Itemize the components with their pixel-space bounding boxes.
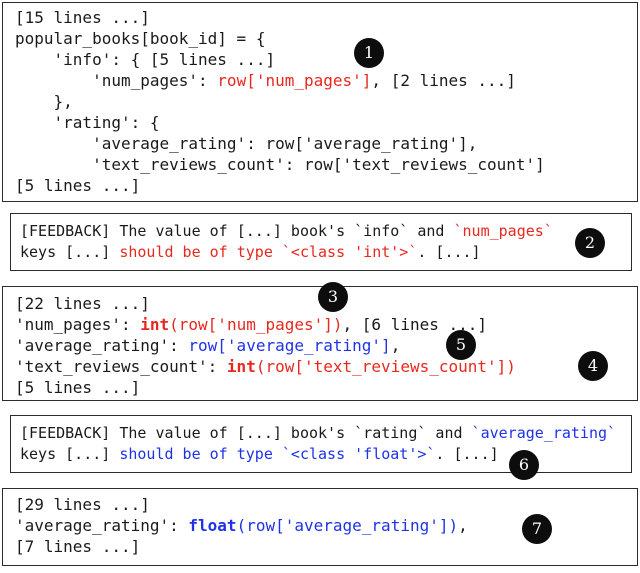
step-badge-5: 5 bbox=[446, 330, 476, 360]
code-text: 'num_pages': bbox=[15, 71, 218, 90]
feedback-text: . [...] bbox=[435, 445, 499, 463]
code-text: 'num_pages': bbox=[15, 315, 141, 334]
step-badge-6: 6 bbox=[509, 450, 539, 480]
float-cast-args: (row['average_rating']) bbox=[236, 516, 459, 535]
code-text: , bbox=[390, 336, 401, 355]
code-line-num-pages: 'num_pages': row['num_pages'], [2 lines … bbox=[15, 70, 516, 91]
code-line-average-rating: 'average_rating': row['average_rating'], bbox=[15, 335, 400, 356]
code-line: [22 lines ...] bbox=[15, 294, 150, 313]
feedback-line: [FEEDBACK] The value of [...] book's `in… bbox=[20, 221, 553, 242]
feedback-box-int: [FEEDBACK] The value of [...] book's `in… bbox=[10, 213, 632, 271]
code-line: 'text_reviews_count': row['text_reviews_… bbox=[15, 155, 545, 174]
feedback-text: [FEEDBACK] The value of [...] book's `in… bbox=[20, 222, 454, 240]
step-badge-7: 7 bbox=[522, 514, 552, 544]
feedback-line: [FEEDBACK] The value of [...] book's `ra… bbox=[20, 423, 616, 444]
code-text: 'average_rating': bbox=[15, 516, 189, 535]
code-line-num-pages: 'num_pages': int(row['num_pages']), [6 l… bbox=[15, 314, 487, 335]
feedback-text: [FEEDBACK] The value of [...] book's `ra… bbox=[20, 424, 472, 442]
code-text: , [2 lines ...] bbox=[371, 71, 516, 90]
code-line: [29 lines ...] bbox=[15, 495, 150, 514]
code-line: 'average_rating': row['average_rating'], bbox=[15, 134, 478, 153]
code-line-average-rating: 'average_rating': float(row['average_rat… bbox=[15, 515, 468, 536]
feedback-highlight: should be of type `<class 'int'>` bbox=[119, 243, 418, 261]
int-cast-args: (row['text_reviews_count']) bbox=[255, 357, 516, 376]
feedback-line: keys [...] should be of type `<class 'fl… bbox=[20, 444, 499, 465]
feedback-key: `average_rating` bbox=[471, 424, 617, 442]
step-badge-1: 1 bbox=[354, 38, 384, 68]
code-line: [5 lines ...] bbox=[15, 176, 141, 195]
code-line: 'info': { [5 lines ...] bbox=[15, 50, 276, 69]
code-block-fix-float: [29 lines ...] 'average_rating': float(r… bbox=[2, 488, 638, 566]
step-badge-2: 2 bbox=[575, 228, 605, 258]
average-rating-value: row['average_rating'] bbox=[188, 336, 391, 355]
code-line: [5 lines ...] bbox=[15, 378, 141, 397]
code-line: popular_books[book_id] = { bbox=[15, 29, 266, 48]
code-line: [7 lines ...] bbox=[15, 537, 141, 556]
feedback-highlight: should be of type `<class 'float'>` bbox=[119, 445, 436, 463]
code-line: }, bbox=[15, 92, 73, 111]
feedback-text: keys [...] bbox=[20, 243, 120, 261]
int-cast: int bbox=[226, 357, 256, 376]
feedback-box-float: [FEEDBACK] The value of [...] book's `ra… bbox=[10, 415, 632, 473]
float-cast: float bbox=[188, 516, 237, 535]
code-text: , [6 lines ...] bbox=[342, 315, 488, 334]
step-badge-3: 3 bbox=[318, 282, 348, 312]
code-text: 'average_rating': bbox=[15, 336, 189, 355]
code-text: , bbox=[458, 516, 468, 535]
code-line: [15 lines ...] bbox=[15, 8, 150, 27]
step-badge-4: 4 bbox=[578, 351, 608, 381]
int-cast: int bbox=[140, 315, 170, 334]
feedback-line: keys [...] should be of type `<class 'in… bbox=[20, 242, 481, 263]
feedback-key: `num_pages` bbox=[453, 222, 553, 240]
code-line: 'rating': { bbox=[15, 113, 160, 132]
feedback-text: keys [...] bbox=[20, 445, 120, 463]
code-block-original: [15 lines ...] popular_books[book_id] = … bbox=[2, 2, 638, 202]
num-pages-value: row['num_pages'] bbox=[217, 71, 372, 90]
feedback-text: . [...] bbox=[417, 243, 481, 261]
code-line-text-reviews: 'text_reviews_count': int(row['text_revi… bbox=[15, 356, 516, 377]
code-text: 'text_reviews_count': bbox=[15, 357, 227, 376]
int-cast-args: (row['num_pages']) bbox=[169, 315, 343, 334]
